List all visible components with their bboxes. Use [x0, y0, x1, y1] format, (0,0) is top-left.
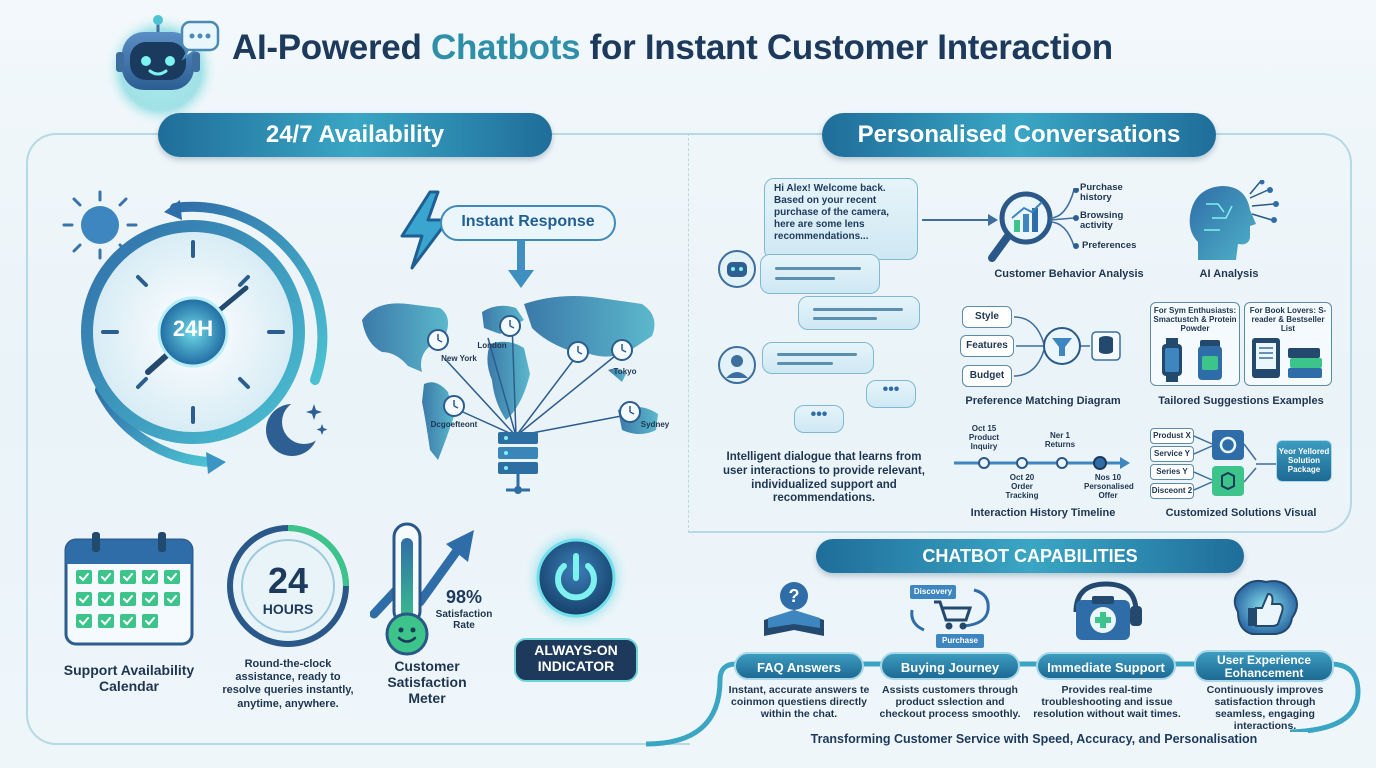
- page-title: AI-Powered Chatbots for Instant Customer…: [232, 28, 1113, 67]
- chat-bubble-4: [762, 342, 874, 374]
- typing-bubble-1: •••: [866, 380, 916, 408]
- capability-journey: Buying Journey Guide: [880, 652, 1020, 703]
- lightning-icon: [396, 190, 456, 270]
- timeline-top-1: Oct 15 Product Inquiry: [968, 424, 1000, 451]
- footer-tagline: Transforming Customer Service with Speed…: [760, 732, 1308, 746]
- arrow-connector: [922, 210, 998, 230]
- satisfaction-value: 98%: [445, 587, 483, 607]
- brain-thumbs-up-icon: [1226, 578, 1302, 646]
- solution-chip-4: Disceont 2: [1150, 483, 1194, 499]
- intro-text: Intelligent dialogue that learns from us…: [723, 451, 925, 505]
- bubble-line: [813, 317, 877, 320]
- solution-chip-3: Series Y: [1150, 464, 1194, 480]
- solution-package: [1276, 440, 1332, 482]
- hours-number: 24: [267, 560, 309, 601]
- down-arrow-icon: [506, 240, 536, 290]
- personalised-header: Personalised Conversations: [822, 113, 1216, 157]
- discovery-tag: Discovery: [910, 585, 956, 599]
- suggestion-1-text: For Sym Enthusiasts: Smactustch & Protei…: [1153, 306, 1237, 333]
- bubble-line: [813, 308, 903, 311]
- calendar-label: Support Availability Calendar: [63, 662, 195, 695]
- bubble-line: [775, 277, 835, 280]
- chat-bubble-3: [798, 296, 920, 330]
- magnifier-chart-icon: [986, 187, 1086, 266]
- hours-badge: [226, 524, 350, 648]
- city-london: London: [477, 341, 507, 350]
- timeline-bottom-1: Oct 20 Order Tracking: [1005, 473, 1039, 500]
- typing-bubble-2: •••: [794, 405, 844, 433]
- availability-header: 24/7 Availability: [158, 113, 552, 157]
- calendar-grid: [76, 570, 186, 640]
- pref-chip-features: Features: [960, 335, 1014, 357]
- world-map: [356, 282, 676, 502]
- typing-dots-icon: •••: [810, 406, 828, 423]
- solution-chip-2: Service Y: [1150, 446, 1194, 462]
- timeline-track: [954, 456, 1130, 470]
- capabilities-header: CHATBOT CAPABILITIES: [816, 539, 1244, 573]
- capability-ux: User Experience Eohancement: [1194, 650, 1334, 682]
- instant-response-label: Instant Response: [461, 213, 595, 230]
- capability-journey-desc: Assists customers through product sslect…: [879, 684, 1021, 721]
- svg-text:?: ?: [789, 586, 800, 606]
- timeline-bottom-2: Nos 10 Personalised Offer: [1084, 473, 1134, 500]
- bubble-line: [775, 267, 861, 270]
- chat-message-text: Hi Alex! Welcome back. Based on your rec…: [774, 183, 890, 242]
- clock-label: 24H: [172, 316, 214, 341]
- hours-description: Round-the-clock assistance, ready to res…: [222, 658, 354, 710]
- behavior-item-2: Browsing activity: [1080, 210, 1124, 232]
- ai-brain-head-icon: [1184, 179, 1280, 266]
- bubble-line: [777, 362, 833, 365]
- city-map-label: Dcgoefteont: [430, 420, 478, 429]
- solution-flow: [1193, 424, 1278, 504]
- city-new-york: New York: [441, 354, 477, 363]
- power-icon: [520, 522, 632, 634]
- capability-ux-title: User Experience Eohancement: [1216, 653, 1312, 680]
- behavior-label: Customer Behavior Analysis: [994, 268, 1144, 280]
- thermometer-icon: [369, 522, 510, 658]
- smartwatch-icon: [1160, 338, 1230, 382]
- pref-chip-budget: Budget: [962, 365, 1012, 387]
- hours-word: HOURS: [262, 601, 314, 617]
- timeline-top-2: Ner 1 Returns: [1044, 431, 1076, 449]
- first-aid-headset-icon: [1066, 578, 1146, 646]
- chat-message-bubble: [764, 178, 918, 260]
- shopping-cart-icon: [904, 580, 1000, 646]
- suggest-label: Tailored Suggestions Examples: [1158, 395, 1324, 407]
- ereader-books-icon: [1250, 336, 1326, 382]
- solution-label: Customized Solutions Visual: [1165, 507, 1317, 519]
- user-avatar-icon: [718, 346, 756, 384]
- chat-bubble-2: [760, 254, 880, 294]
- satisfaction-text: Satisfaction Rate: [435, 609, 493, 631]
- capability-support: Immediate Support: [1036, 652, 1176, 680]
- capability-faq: FAQ Answers: [734, 652, 864, 680]
- purchase-tag: Purchase: [936, 634, 984, 648]
- always-on-label: ALWAYS-ON INDICATOR: [534, 642, 618, 675]
- bot-avatar-icon: [718, 250, 756, 288]
- capability-faq-desc: Instant, accurate answers te coinmon que…: [728, 684, 870, 721]
- capability-support-desc: Provides real-time troubleshooting and i…: [1033, 684, 1181, 721]
- behavior-item-3: Preferences: [1082, 240, 1137, 251]
- pref-chip-style: Style: [962, 306, 1012, 328]
- city-sydney: Sydney: [640, 420, 670, 429]
- ai-analysis-label: AI Analysis: [1199, 268, 1259, 280]
- solution-chip-1: Produst X: [1150, 428, 1194, 444]
- timeline-label: Interaction History Timeline: [970, 507, 1116, 519]
- typing-dots-icon: •••: [882, 381, 900, 398]
- always-on-badge: [514, 638, 638, 682]
- pref-label: Preference Matching Diagram: [965, 395, 1121, 407]
- solution-result-text: Yeor Yellored Solution Package: [1278, 447, 1330, 474]
- capability-ux-desc: Continuously improves satisfaction throu…: [1206, 684, 1324, 733]
- bubble-line: [777, 353, 857, 356]
- behavior-item-1: Purchase history: [1080, 182, 1123, 204]
- city-tokyo: Tokyo: [613, 367, 637, 376]
- suggestion-2-text: For Book Lovers: S-reader & Bestseller L…: [1249, 306, 1327, 333]
- funnel-icon: [1010, 300, 1128, 392]
- robot-icon: [100, 6, 222, 128]
- satisfaction-label: Customer Satisfaction Meter: [387, 658, 467, 707]
- clock-icon: [60, 190, 340, 480]
- instant-response-badge: [440, 205, 616, 241]
- book-question-icon: ?: [760, 580, 828, 640]
